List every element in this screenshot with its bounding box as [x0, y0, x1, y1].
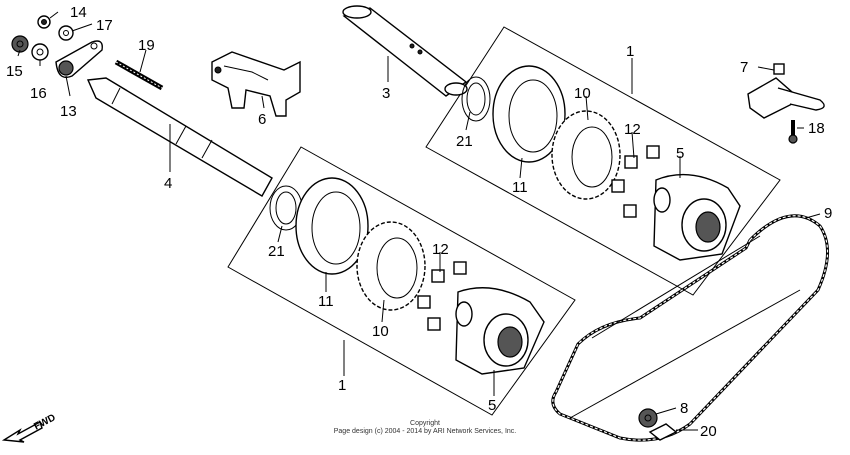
callout-1-lower: 1: [338, 377, 346, 394]
callout-5-upper: 5: [676, 145, 684, 162]
part-11-plate-lower: [295, 177, 369, 275]
callout-12-upper: 12: [624, 121, 641, 138]
part-7-tensioner: [747, 63, 825, 119]
callout-17: 17: [96, 17, 113, 34]
part-10-sprocket-upper: [551, 110, 621, 200]
callout-5-lower: 5: [488, 397, 496, 414]
part-9-chain: [551, 214, 830, 442]
part-6-bracket: [211, 51, 301, 117]
callout-10-upper: 10: [574, 85, 591, 102]
callout-8: 8: [680, 400, 688, 417]
part-20-pin: [648, 423, 678, 441]
leader-lines: [17, 11, 821, 431]
callout-4: 4: [164, 175, 172, 192]
callout-14: 14: [70, 4, 87, 21]
fwd-label: FWD: [32, 412, 57, 432]
part-21-circlip-upper: [461, 76, 491, 122]
callout-19: 19: [138, 37, 155, 54]
fwd-arrow-icon: [1, 420, 43, 443]
callout-9: 9: [824, 205, 832, 222]
part-4-shaft: [86, 77, 273, 197]
part-14-nut: [37, 15, 51, 29]
part-11-plate-upper: [492, 65, 566, 163]
assembly-box-lower: [227, 146, 576, 416]
callout-1-upper: 1: [626, 43, 634, 60]
copyright-line2: Page design (c) 2004 - 2014 by ARI Netwo…: [334, 428, 517, 435]
callout-16: 16: [30, 85, 47, 102]
part-17-washer: [58, 25, 74, 41]
callout-6: 6: [258, 111, 266, 128]
callout-12-lower: 12: [432, 241, 449, 258]
part-13-arm: [55, 40, 103, 79]
part-10-sprocket-lower: [356, 221, 426, 311]
callout-21-lower: 21: [268, 243, 285, 260]
part-8-roller: [638, 408, 658, 428]
part-3-shaft: [342, 5, 468, 97]
part-12-weights-lower: [417, 261, 467, 331]
copyright-line1: Copyright: [410, 420, 440, 427]
callout-10-lower: 10: [372, 323, 389, 340]
part-5-hub-upper: [653, 173, 741, 261]
callout-3: 3: [382, 85, 390, 102]
part-12-weights-upper: [611, 145, 660, 218]
callout-11-lower: 11: [318, 293, 334, 310]
part-16-washer: [31, 43, 49, 61]
callout-18: 18: [808, 120, 825, 137]
callout-13: 13: [60, 103, 77, 120]
part-19-bolt: [114, 59, 164, 91]
callout-7: 7: [740, 59, 748, 76]
assembly-box-upper: [425, 26, 781, 296]
part-15-nut: [11, 35, 29, 53]
callout-11-upper: 11: [512, 179, 528, 196]
callout-20: 20: [700, 423, 717, 440]
part-5-hub-lower: [455, 287, 545, 375]
callout-15: 15: [6, 63, 23, 80]
part-18-bolt: [788, 120, 798, 144]
callout-21-upper: 21: [456, 133, 473, 150]
